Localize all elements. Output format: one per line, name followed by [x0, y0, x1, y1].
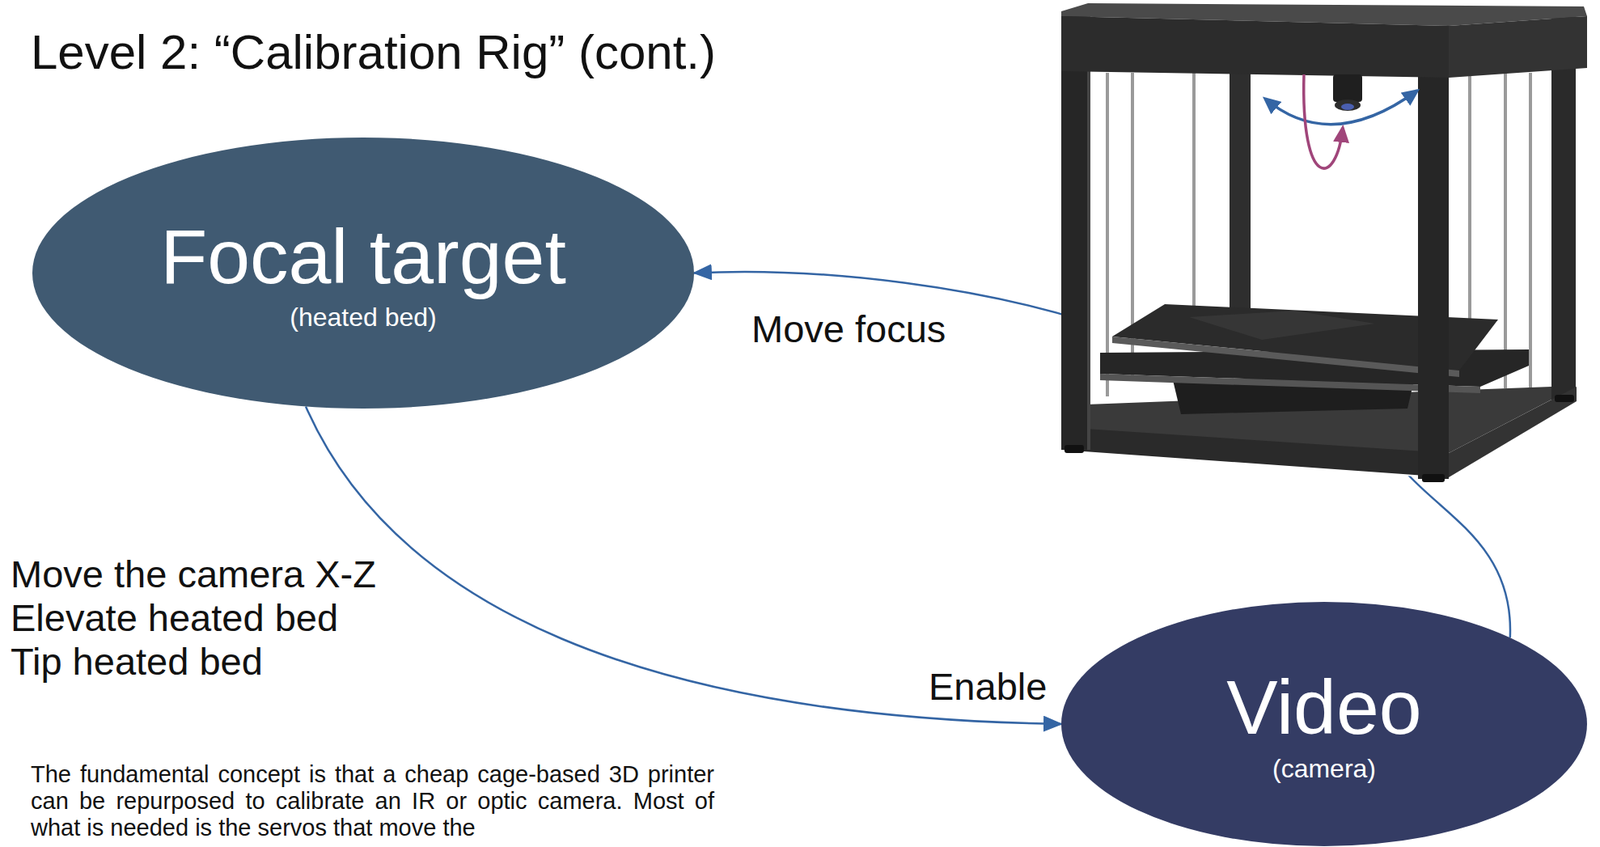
- ellipse-fill: [32, 137, 695, 409]
- video-ellipse: Video (camera): [1061, 601, 1588, 847]
- node-title: Video: [1226, 664, 1422, 750]
- connector-arrow: [305, 406, 1062, 725]
- focal-target-ellipse: Focal target (heated bed): [32, 137, 695, 409]
- edge-label: Enable: [925, 664, 1050, 709]
- action-label: Elevate heated bed: [10, 596, 339, 640]
- node-subtitle: (heated bed): [289, 303, 436, 332]
- action-label: Tip heated bed: [10, 639, 263, 684]
- action-label: Move the camera X-Z: [10, 552, 377, 597]
- node-subtitle: (camera): [1272, 754, 1376, 784]
- node-content: Focal target (heated bed): [32, 137, 695, 409]
- note-text: The fundamental concept is that a cheap …: [30, 761, 715, 842]
- edge-label: Move focus: [748, 307, 949, 352]
- ellipse-fill: [1061, 601, 1588, 847]
- node-content: Video (camera): [1061, 601, 1588, 847]
- node-title: Focal target: [160, 214, 567, 300]
- title-text: Level 2: “Calibration Rig” (cont.): [30, 25, 716, 80]
